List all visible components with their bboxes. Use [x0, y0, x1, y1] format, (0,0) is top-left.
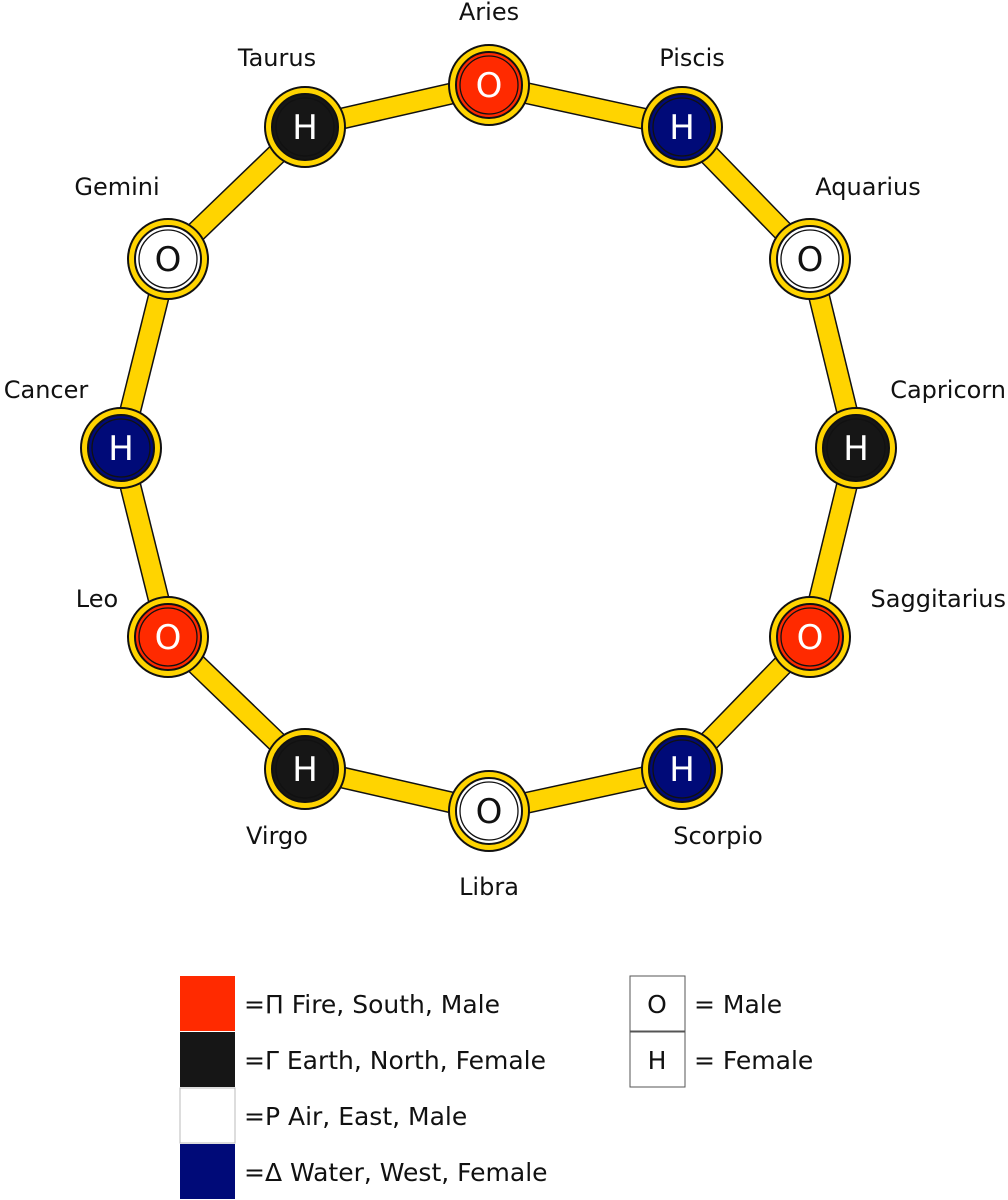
sign-node-leo: O [127, 596, 209, 678]
sign-label-gemini: Gemini [74, 173, 159, 201]
sign-node-aquarius: O [769, 218, 851, 300]
node-fill [648, 93, 716, 161]
legend-key-text: = Male [694, 990, 782, 1019]
node-fill [776, 603, 844, 671]
legend-swatch-water [180, 1144, 235, 1199]
node-inner-ring [652, 739, 712, 799]
legend-swatch-air [179, 1087, 236, 1144]
node-letter: O [797, 240, 824, 280]
sign-node-piscis: H [641, 86, 723, 168]
sign-label-scorpio: Scorpio [673, 822, 763, 850]
sign-nodes: O H O H O H O H O H O H [80, 44, 897, 852]
node-letter: O [476, 66, 503, 106]
node-fill [455, 51, 523, 119]
legend-key-box--male [629, 975, 686, 1032]
sign-node-scorpio: H [641, 728, 723, 810]
node-fill [271, 93, 339, 161]
node-fill [271, 735, 339, 803]
sign-node-taurus: H [264, 86, 346, 168]
sign-node-capricorn: H [815, 407, 897, 489]
node-inner-ring [91, 418, 151, 478]
node-inner-ring [780, 229, 840, 289]
legend-text-air: =P Air, East, Male [244, 1102, 467, 1131]
node-letter: H [669, 108, 695, 148]
legend-text-fire: =Π Fire, South, Male [244, 990, 500, 1019]
legend-text-earth: =Γ Earth, North, Female [244, 1046, 546, 1075]
sign-node-cancer: H [80, 407, 162, 489]
node-fill [648, 735, 716, 803]
legend-key-letter: H [648, 1046, 667, 1075]
node-letter: O [155, 240, 182, 280]
sign-node-virgo: H [264, 728, 346, 810]
node-inner-ring [652, 97, 712, 157]
node-fill [87, 414, 155, 482]
sign-label-libra: Libra [459, 873, 519, 901]
node-fill [776, 225, 844, 293]
node-letter: O [476, 792, 503, 832]
sign-label-aquarius: Aquarius [815, 173, 920, 201]
node-inner-ring [780, 607, 840, 667]
sign-label-piscis: Piscis [659, 44, 724, 72]
node-fill [134, 225, 202, 293]
sign-label-virgo: Virgo [246, 822, 308, 850]
sign-label-aries: Aries [459, 0, 519, 26]
sign-node-libra: O [448, 770, 530, 852]
node-inner-ring [138, 229, 198, 289]
ring [110, 74, 867, 822]
sign-label-leo: Leo [76, 585, 118, 613]
sign-node-aries: O [448, 44, 530, 126]
node-inner-ring [826, 418, 886, 478]
node-letter: H [292, 108, 318, 148]
node-inner-ring [459, 781, 519, 841]
node-letter: O [797, 618, 824, 658]
node-inner-ring [138, 607, 198, 667]
sign-label-taurus: Taurus [237, 44, 316, 72]
sign-label-capricorn: Capricorn [890, 376, 1006, 404]
legend-key-box--female [629, 1031, 686, 1088]
node-letter: O [155, 618, 182, 658]
sign-label-saggitarius: Saggitarius [871, 585, 1006, 613]
node-letter: H [292, 750, 318, 790]
legend-text-water: =Δ Water, West, Female [244, 1158, 548, 1187]
node-inner-ring [275, 739, 335, 799]
sign-label-cancer: Cancer [4, 376, 89, 404]
node-fill [822, 414, 890, 482]
sign-node-gemini: O [127, 218, 209, 300]
node-inner-ring [459, 55, 519, 115]
node-inner-ring [275, 97, 335, 157]
node-fill [134, 603, 202, 671]
legend-swatch-earth [180, 1032, 235, 1087]
legend-key-text: = Female [694, 1046, 813, 1075]
sign-labels: AriesPiscisAquariusCapricornSaggitariusS… [4, 0, 1006, 901]
node-letter: H [108, 429, 134, 469]
legend-swatch-fire [180, 976, 235, 1031]
node-letter: H [669, 750, 695, 790]
legend-key-letter: O [647, 990, 667, 1019]
legend: =Π Fire, South, Male =Γ Earth, North, Fem… [179, 975, 813, 1199]
node-fill [455, 777, 523, 845]
sign-node-saggitarius: O [769, 596, 851, 678]
node-letter: H [843, 429, 869, 469]
